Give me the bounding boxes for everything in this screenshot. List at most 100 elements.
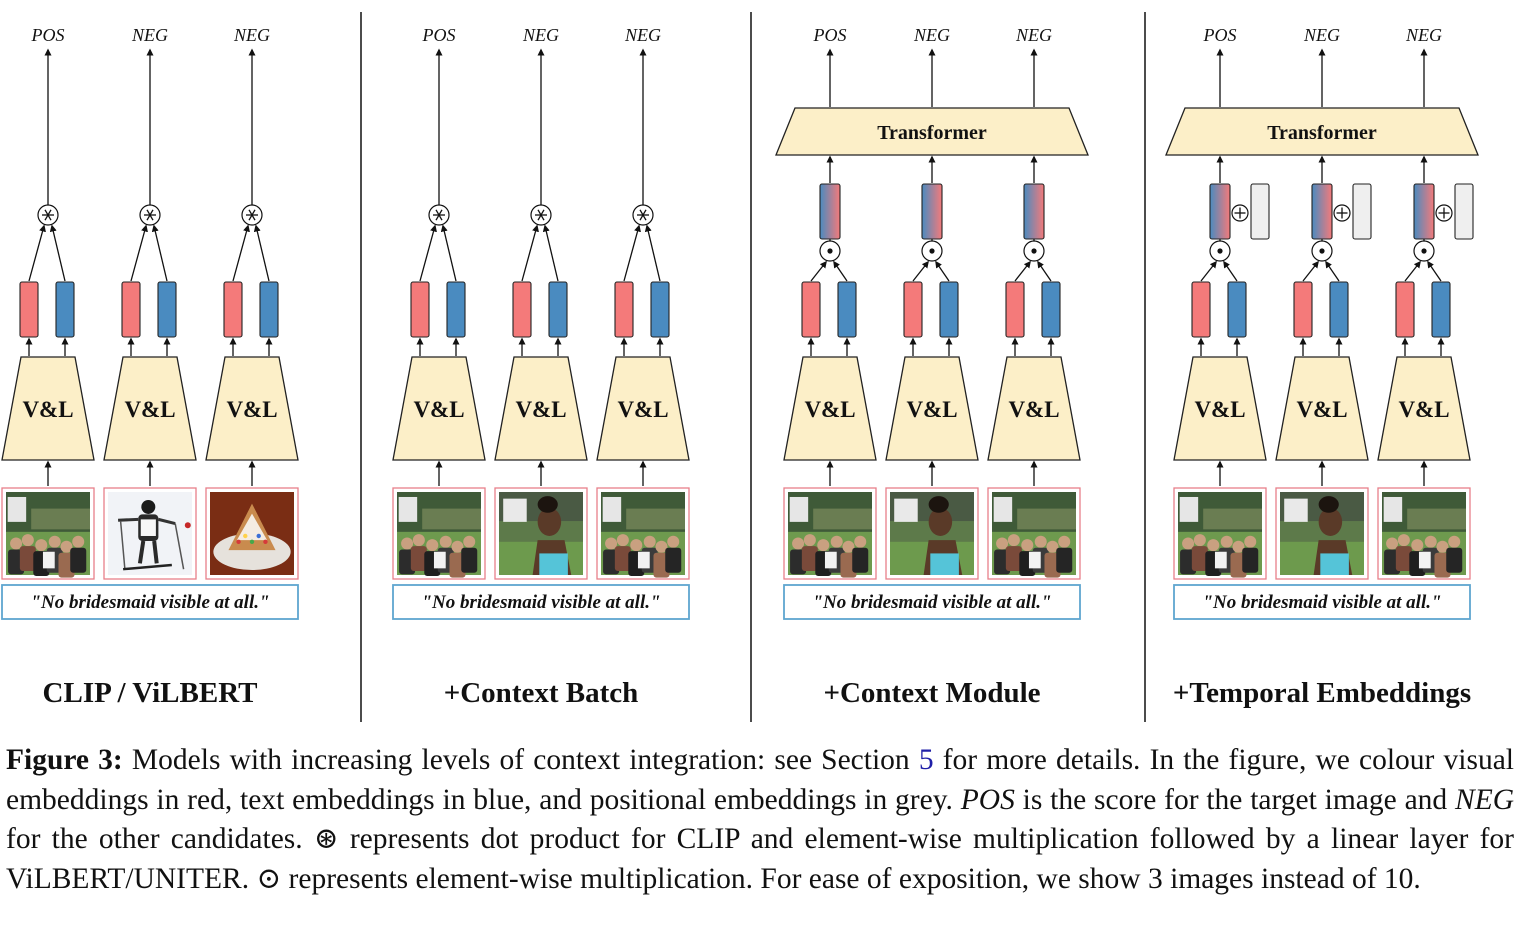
guest-head bbox=[842, 540, 855, 553]
caption-text: for the other candidates. ⊛ represents d… bbox=[6, 823, 1514, 895]
asterisk-stroke bbox=[435, 209, 443, 221]
panel-title: CLIP / ViLBERT bbox=[43, 677, 258, 709]
vl-encoder-label: V&L bbox=[804, 397, 855, 422]
guest-head bbox=[463, 535, 476, 548]
figure-label: Figure 3: bbox=[6, 744, 123, 776]
guest-head bbox=[854, 535, 867, 548]
guest-head bbox=[1021, 539, 1034, 552]
guest-head bbox=[616, 534, 629, 547]
gingerbread-house-photo bbox=[205, 487, 299, 580]
transformer-shape bbox=[1165, 107, 1479, 156]
trees bbox=[422, 508, 481, 530]
dot-product-operator bbox=[37, 204, 59, 226]
guest-head bbox=[667, 535, 680, 548]
embedding-to-operator-arrow bbox=[49, 224, 66, 282]
turquoise-dress bbox=[539, 553, 568, 575]
asterisk-stroke bbox=[146, 209, 154, 221]
bridesmaid-photo bbox=[885, 487, 979, 580]
visual-embedding bbox=[1395, 281, 1415, 338]
vl-encoder bbox=[1173, 356, 1267, 461]
bridesmaid-photo bbox=[1275, 487, 1369, 580]
icing bbox=[236, 513, 268, 541]
text-embedding bbox=[1329, 281, 1349, 338]
vl-encoder-label: V&L bbox=[906, 397, 957, 422]
embedding-to-operator-arrow bbox=[1427, 260, 1442, 282]
fused-embedding bbox=[1311, 183, 1333, 240]
vl-encoder-label: V&L bbox=[1296, 397, 1347, 422]
ski-pole bbox=[119, 520, 126, 569]
guest-head bbox=[817, 539, 830, 552]
section-reference-link[interactable]: 5 bbox=[918, 744, 934, 776]
positional-embedding bbox=[1454, 183, 1474, 240]
score-label: POS bbox=[422, 25, 456, 45]
candidate-column: NEG V&L bbox=[885, 25, 979, 580]
elementwise-product-operator bbox=[1311, 240, 1333, 262]
vl-encoder bbox=[987, 356, 1081, 461]
embedding-to-operator-arrow bbox=[935, 260, 950, 282]
vl-encoder-label: V&L bbox=[1008, 397, 1059, 422]
guest-body bbox=[461, 547, 478, 573]
text-embedding bbox=[650, 281, 670, 338]
guest-body bbox=[19, 546, 36, 572]
vl-encoder bbox=[1, 356, 95, 461]
dot-product-operator bbox=[139, 204, 161, 226]
text-caption: "No bridesmaid visible at all." bbox=[783, 584, 1081, 620]
candy-decoration bbox=[236, 539, 241, 544]
score-label: POS bbox=[1203, 25, 1237, 45]
guest-head bbox=[1424, 535, 1437, 548]
visual-embedding bbox=[801, 281, 821, 338]
add-operator bbox=[1435, 204, 1453, 222]
guest-body bbox=[665, 547, 682, 573]
skier-leg bbox=[152, 540, 159, 564]
embedding-to-operator-arrow bbox=[1223, 260, 1238, 282]
candy-decoration bbox=[243, 533, 248, 539]
asterisk-stroke bbox=[537, 209, 545, 221]
visual-embedding bbox=[512, 281, 532, 338]
person-head bbox=[928, 507, 953, 536]
guest-body bbox=[1191, 546, 1208, 572]
guest-body bbox=[70, 547, 87, 573]
guest-body bbox=[1005, 546, 1022, 572]
transformer-label: Transformer bbox=[1267, 122, 1377, 144]
score-label: NEG bbox=[522, 25, 559, 45]
text-caption: "No bridesmaid visible at all." bbox=[1173, 584, 1471, 620]
visual-embedding bbox=[19, 281, 39, 338]
guest-head bbox=[1220, 535, 1233, 548]
guest-head bbox=[1034, 535, 1047, 548]
embedding-to-operator-arrow bbox=[232, 224, 250, 282]
text-embedding bbox=[446, 281, 466, 338]
score-label: NEG bbox=[913, 25, 950, 45]
guest-head bbox=[605, 537, 618, 550]
wedding-guests-photo bbox=[1377, 487, 1471, 580]
vl-encoder-label: V&L bbox=[124, 397, 175, 422]
text-embedding bbox=[1041, 281, 1061, 338]
trees bbox=[1017, 508, 1076, 530]
guest-head bbox=[439, 535, 452, 548]
embedding-to-operator-arrow bbox=[253, 224, 270, 282]
race-bib bbox=[140, 519, 156, 536]
person-hair bbox=[537, 496, 558, 513]
house bbox=[398, 496, 418, 522]
guest-head bbox=[1386, 537, 1399, 550]
embedding-to-operator-arrow bbox=[130, 224, 148, 282]
guest-head bbox=[1007, 534, 1020, 547]
candy-decoration bbox=[256, 533, 261, 539]
background-figure bbox=[184, 522, 191, 529]
dot-product-operator bbox=[428, 204, 450, 226]
skier-helmet bbox=[141, 499, 156, 514]
candy-decoration bbox=[263, 539, 268, 544]
caption-text: "No bridesmaid visible at all." bbox=[421, 592, 660, 613]
trees bbox=[813, 508, 872, 530]
guest-head bbox=[1411, 539, 1424, 552]
score-label: NEG bbox=[1405, 25, 1442, 45]
score-label: NEG bbox=[233, 25, 270, 45]
embedding-to-operator-arrow bbox=[644, 224, 661, 282]
panel-title: +Temporal Embeddings bbox=[1173, 677, 1471, 709]
ski-pole bbox=[174, 523, 185, 570]
embedding-to-operator-arrow bbox=[521, 224, 539, 282]
